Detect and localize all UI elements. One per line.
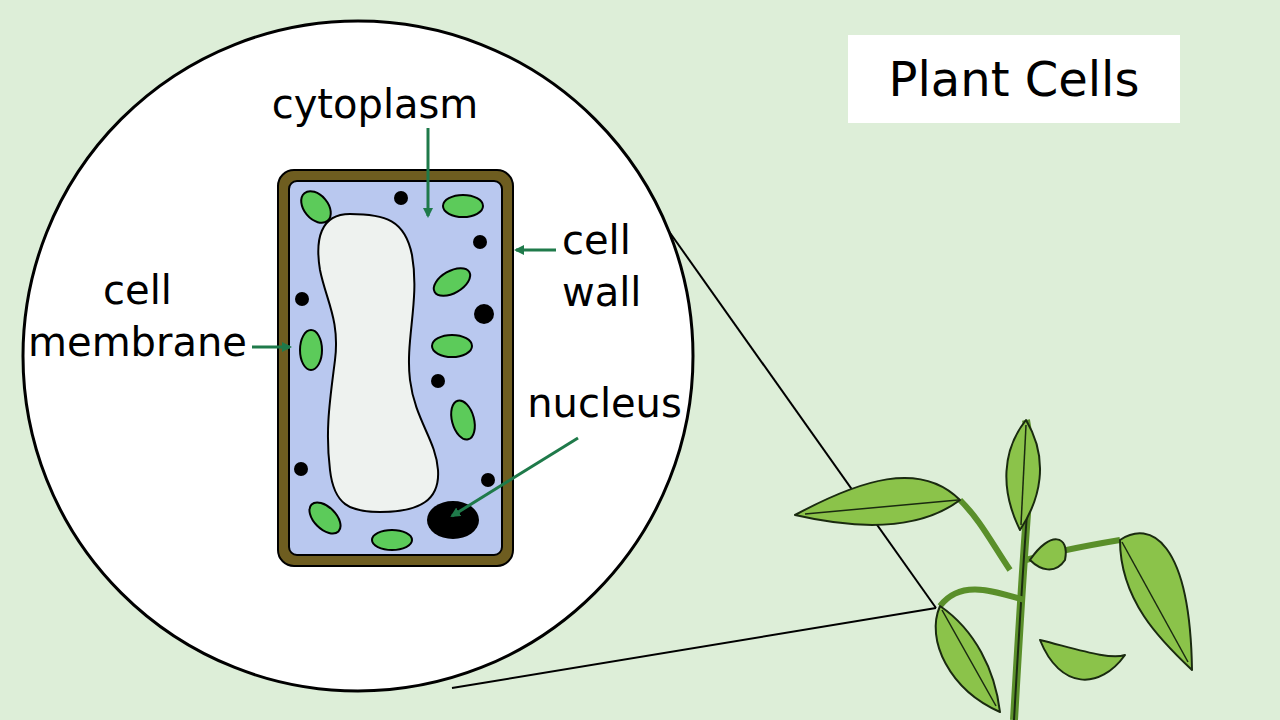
vacuole [318,214,438,512]
magnifier-circle [23,21,693,691]
cell-membrane-label: cell membrane [25,264,250,368]
cytoplasm [289,181,502,555]
leader-arrows [252,128,578,516]
zoom-line [668,230,936,608]
chloroplasts [295,185,483,550]
plant [795,420,1192,720]
ribosome-dots [294,191,495,487]
title-box: Plant Cells [848,35,1180,123]
cell-wall-label: cell wall [562,214,680,318]
cell-wall [278,170,513,566]
nucleus [427,501,479,539]
cytoplasm-label: cytoplasm [255,78,495,130]
nucleus-label: nucleus [512,377,697,429]
